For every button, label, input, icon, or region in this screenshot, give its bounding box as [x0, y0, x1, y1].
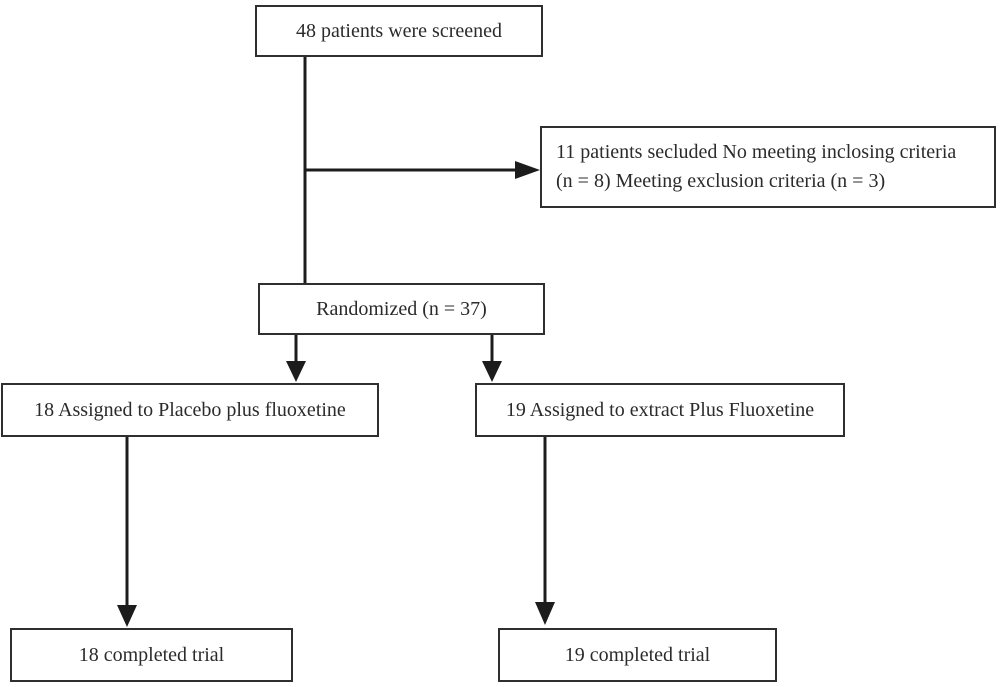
node-excluded-label-line2: (n = 8) Meeting exclusion criteria (n = … [556, 170, 886, 192]
node-extract-arm-label: 19 Assigned to extract Plus Fluoxetine [505, 398, 815, 421]
node-excluded-label-line1: 11 patients secluded No meeting inclosin… [556, 141, 957, 163]
node-randomized: Randomized (n = 37) [258, 283, 545, 335]
node-completed-placebo: 18 completed trial [10, 628, 293, 682]
edge-randomized-placebo-arrowhead [286, 361, 306, 382]
node-extract-arm: 19 Assigned to extract Plus Fluoxetine [475, 383, 845, 437]
node-completed-placebo-label: 18 completed trial [78, 643, 225, 666]
edge-extract-completed-arrowhead [535, 602, 555, 625]
node-placebo-arm-label: 18 Assigned to Placebo plus fluoxetine [34, 398, 346, 421]
edge-screened-excluded-arrowhead [515, 161, 540, 179]
node-excluded: 11 patients secluded No meeting inclosin… [540, 126, 996, 208]
node-screened-label: 48 patients were screened [295, 19, 502, 42]
node-placebo-arm: 18 Assigned to Placebo plus fluoxetine [1, 383, 379, 437]
edge-placebo-completed-arrowhead [117, 605, 137, 627]
edge-randomized-extract-arrowhead [482, 361, 502, 382]
node-completed-extract: 19 completed trial [498, 628, 777, 682]
node-screened: 48 patients were screened [255, 5, 543, 57]
node-randomized-label: Randomized (n = 37) [316, 297, 487, 320]
node-completed-extract-label: 19 completed trial [564, 643, 711, 666]
